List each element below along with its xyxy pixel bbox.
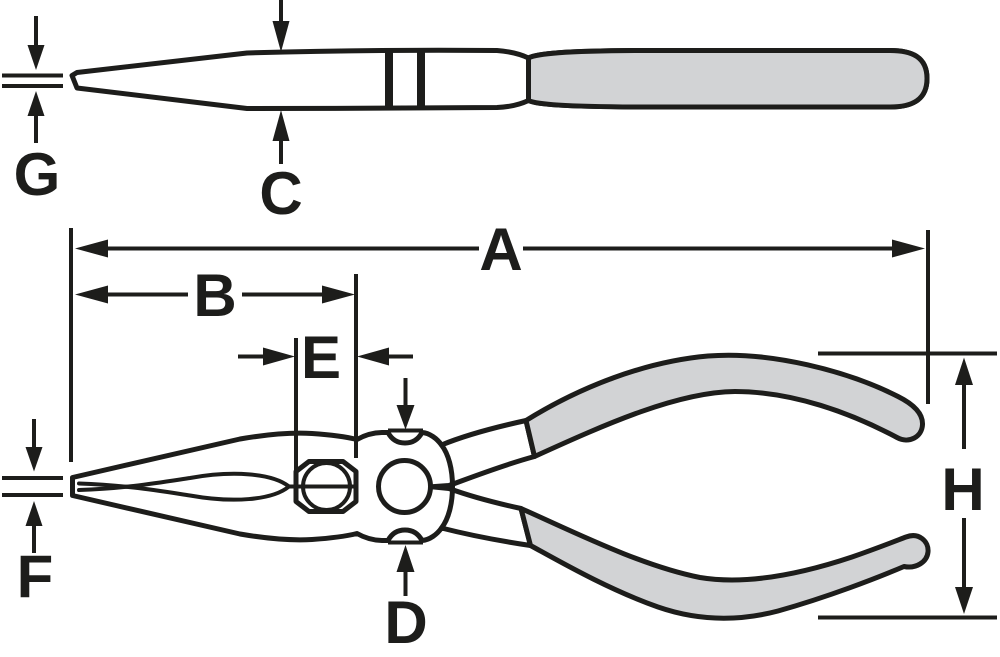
- dim-B-arrowhead-right: [322, 285, 355, 304]
- dim-E: E: [238, 324, 413, 470]
- pliers-plan-view: A B E D: [2, 216, 997, 656]
- dim-G-arrowhead-top: [27, 45, 45, 70]
- dim-F: F: [2, 419, 63, 610]
- dim-D-arrowhead-bottom: [396, 545, 415, 572]
- dim-A-label: A: [479, 216, 522, 283]
- dim-F-extension-lines: [2, 476, 63, 497]
- dim-D: D: [384, 378, 428, 656]
- dim-C-arrowhead-top: [272, 21, 290, 52]
- dim-D-arrowhead-top: [396, 405, 415, 430]
- dim-E-arrowhead-left: [263, 347, 295, 366]
- dim-H-arrowhead-top: [955, 357, 973, 385]
- dim-H: H: [818, 351, 997, 620]
- side-view-grip: [526, 48, 930, 110]
- dim-G: G: [2, 16, 63, 208]
- dim-H-label: H: [941, 456, 984, 523]
- dim-C: C: [259, 0, 303, 227]
- dim-A-arrowhead-left: [75, 239, 108, 258]
- pivot-circle: [376, 458, 433, 515]
- dim-F-arrowhead-bottom: [25, 501, 43, 526]
- pivot-boss-edge: [439, 442, 455, 531]
- dim-G-label: G: [14, 141, 61, 208]
- dim-C-arrowhead-bottom: [272, 110, 290, 141]
- dim-B: B: [75, 262, 358, 458]
- jaw-inner-edge-lower: [77, 471, 291, 492]
- dim-D-label: D: [384, 589, 427, 656]
- dim-A-arrowhead-right: [892, 239, 925, 258]
- upper-handle-grip: [523, 352, 925, 459]
- pliers-side-view: G C: [2, 0, 930, 227]
- dim-F-label: F: [17, 543, 54, 610]
- dim-G-extension-lines: [2, 73, 63, 88]
- dim-E-label: E: [301, 324, 341, 391]
- dim-A: A: [69, 216, 930, 462]
- lower-handle-grip: [518, 506, 931, 621]
- dim-H-arrowhead-bottom: [955, 587, 973, 614]
- dim-E-arrowhead-right: [357, 347, 389, 366]
- dim-B-arrowhead-left: [75, 285, 108, 304]
- dim-B-label: B: [193, 262, 236, 329]
- dim-C-label: C: [259, 160, 302, 227]
- dim-G-arrowhead-bottom: [27, 91, 45, 116]
- dim-F-arrowhead-top: [25, 447, 43, 472]
